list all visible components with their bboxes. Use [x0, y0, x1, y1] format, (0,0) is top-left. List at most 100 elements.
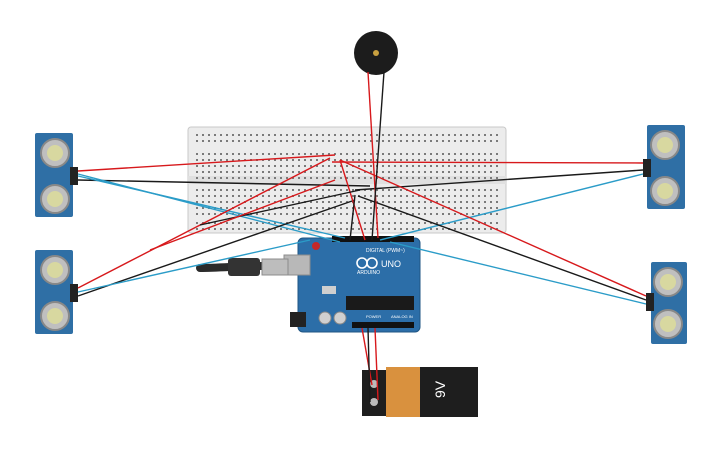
breadboard-hole: [304, 153, 306, 155]
breadboard-hole: [268, 213, 270, 215]
wire-ground[interactable]: [77, 199, 356, 297]
wire-buzzer-power[interactable]: [367, 71, 379, 239]
power-jack[interactable]: [290, 312, 306, 327]
breadboard-hole: [442, 140, 444, 142]
breadboard-hole: [394, 222, 396, 224]
breadboard-hole: [250, 165, 252, 167]
sensor-pins[interactable]: [643, 159, 651, 177]
sensor-pins[interactable]: [70, 284, 78, 302]
breadboard-hole: [442, 195, 444, 197]
breadboard-hole: [334, 222, 336, 224]
breadboard-hole: [214, 171, 216, 173]
breadboard-hole: [274, 195, 276, 197]
ultrasonic-sensor-right-bottom[interactable]: [646, 262, 687, 344]
breadboard-hole: [364, 213, 366, 215]
breadboard-hole: [340, 189, 342, 191]
wire-power[interactable]: [77, 157, 331, 289]
arduino-uno-board[interactable]: DIGITAL (PWM~) ARDUINO UNO POWER ANALOG …: [283, 236, 421, 333]
analog-power-header[interactable]: [352, 322, 414, 328]
wire-rail-ground[interactable]: [349, 194, 356, 241]
breadboard-hole: [448, 140, 450, 142]
breadboard-hole: [226, 165, 228, 167]
breadboard-hole: [478, 140, 480, 142]
wire-ground[interactable]: [357, 195, 647, 301]
breadboard-hole: [406, 207, 408, 209]
ultrasonic-sensor-left-top[interactable]: [35, 133, 78, 217]
wire-power[interactable]: [331, 161, 644, 164]
wire-signal[interactable]: [77, 173, 341, 243]
breadboard-hole: [328, 159, 330, 161]
breadboard-hole: [250, 207, 252, 209]
breadboard-hole: [334, 207, 336, 209]
breadboard-hole: [370, 213, 372, 215]
breadboard-hole: [316, 213, 318, 215]
piezo-buzzer[interactable]: [354, 31, 398, 75]
breadboard-hole: [430, 134, 432, 136]
wire-battery-negative[interactable]: [367, 327, 371, 403]
digital-header[interactable]: [332, 236, 414, 242]
breadboard-hole: [484, 171, 486, 173]
breadboard-hole: [328, 189, 330, 191]
wire-battery-vin[interactable]: [374, 327, 379, 401]
breadboard-hole: [484, 228, 486, 230]
wire-signal[interactable]: [77, 175, 346, 239]
breadboard-hole: [256, 171, 258, 173]
sensor-pins[interactable]: [70, 167, 78, 185]
wire-power[interactable]: [339, 159, 647, 297]
breadboard-hole: [208, 201, 210, 203]
wire-power[interactable]: [149, 179, 336, 251]
wire-ground[interactable]: [199, 189, 361, 226]
usb-cable[interactable]: [196, 258, 289, 276]
breadboard-hole: [496, 195, 498, 197]
wire-battery-positive[interactable]: [361, 327, 373, 386]
breadboard-hole: [304, 159, 306, 161]
breadboard-hole: [460, 140, 462, 142]
breadboard-hole: [322, 213, 324, 215]
battery-9v[interactable]: 9V: [362, 367, 478, 417]
breadboard-hole: [460, 159, 462, 161]
breadboard-hole: [382, 201, 384, 203]
ultrasonic-sensor-right-top[interactable]: [643, 125, 685, 209]
wire-rail-power[interactable]: [339, 159, 366, 241]
reset-button[interactable]: [312, 242, 320, 250]
breadboard-hole: [328, 222, 330, 224]
ultrasonic-sensor-left-bottom[interactable]: [35, 250, 78, 334]
breadboard-hole: [226, 189, 228, 191]
breadboard-hole: [400, 228, 402, 230]
breadboard-hole: [466, 207, 468, 209]
breadboard-hole: [340, 165, 342, 167]
breadboard-hole: [454, 153, 456, 155]
wire-buzzer-ground[interactable]: [371, 71, 385, 241]
breadboard-hole: [298, 189, 300, 191]
buzzer-hole: [373, 50, 379, 56]
wire-signal[interactable]: [77, 239, 311, 293]
breadboard-hole: [250, 153, 252, 155]
wire-signal[interactable]: [379, 173, 644, 241]
breadboard-hole: [238, 177, 240, 179]
breadboard-hole: [322, 222, 324, 224]
wire-power[interactable]: [77, 154, 336, 172]
breadboard-hole: [232, 165, 234, 167]
breadboard-hole: [292, 177, 294, 179]
breadboard-hole: [400, 165, 402, 167]
breadboard-hole: [442, 165, 444, 167]
breadboard-hole: [442, 228, 444, 230]
breadboard-hole: [304, 207, 306, 209]
breadboard-hole: [346, 201, 348, 203]
breadboard-hole: [238, 222, 240, 224]
breadboard-hole: [310, 228, 312, 230]
sensor-pins[interactable]: [646, 293, 654, 311]
breadboard-hole: [412, 140, 414, 142]
breadboard-hole: [364, 153, 366, 155]
wire-ground[interactable]: [354, 169, 644, 191]
breadboard-hole: [412, 134, 414, 136]
wire-signal[interactable]: [389, 241, 647, 305]
breadboard-hole: [316, 153, 318, 155]
breadboard-hole: [436, 201, 438, 203]
breadboard-hole: [316, 189, 318, 191]
breadboard-hole: [340, 153, 342, 155]
breadboard-hole: [310, 195, 312, 197]
breadboard-hole: [334, 189, 336, 191]
breadboard-hole: [418, 222, 420, 224]
